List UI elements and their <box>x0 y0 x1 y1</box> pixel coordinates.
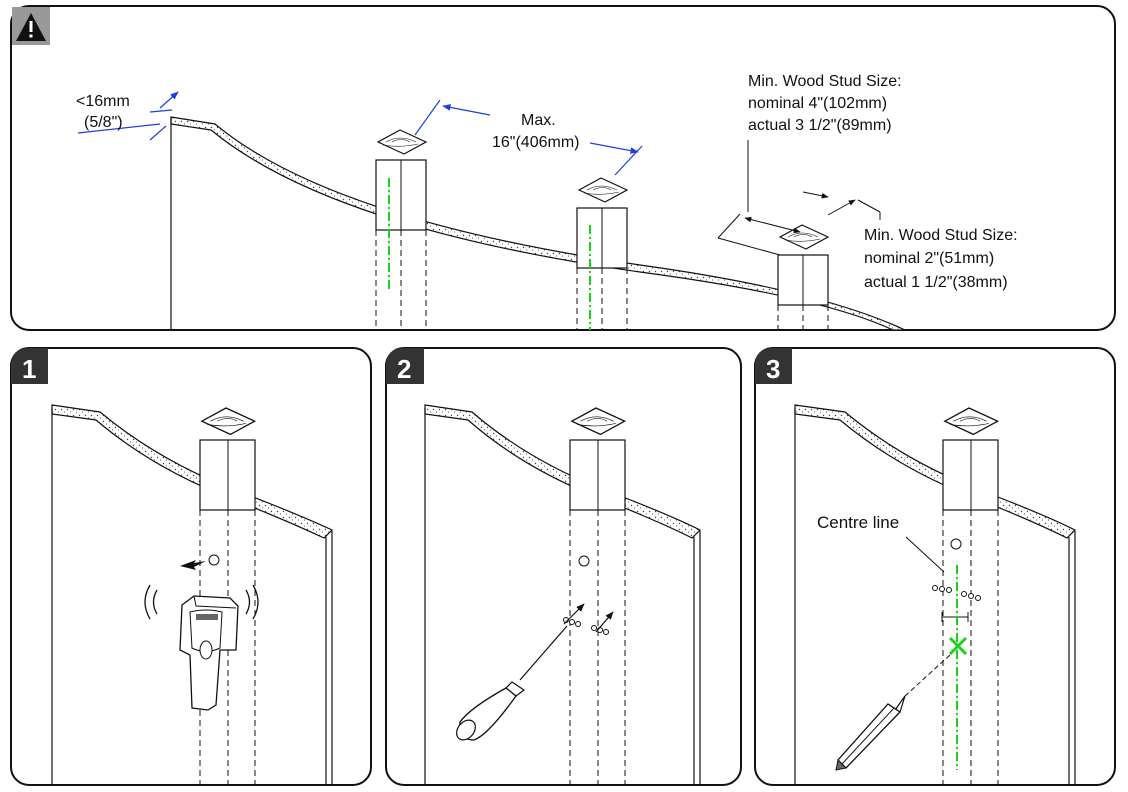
stud-spacing-dimension: Max. 16"(406mm) <box>414 99 643 176</box>
step-1-panel: 1 <box>10 347 372 786</box>
wood-stud <box>375 129 427 330</box>
step-number-badge <box>11 348 48 384</box>
overview-panel: <16mm (5/8") Max. 16"(406mm) Min. Wood S… <box>10 5 1116 331</box>
stud-depth-title: Min. Wood Stud Size: <box>748 73 902 90</box>
drywall-thickness-in: (5/8") <box>84 114 123 131</box>
wood-stud <box>576 177 628 330</box>
stud-depth-dimension: Min. Wood Stud Size: nominal 4"(102mm) a… <box>717 73 902 256</box>
stud-width-dimension: Min. Wood Stud Size: nominal 2"(51mm) ac… <box>802 191 1018 291</box>
step-3-panel: 3 Centre line <box>754 347 1116 786</box>
stud-depth-actual: actual 3 1/2"(89mm) <box>748 117 892 134</box>
step-number: 2 <box>397 354 411 384</box>
centre-line-leader <box>905 536 945 573</box>
drywall-thickness-dimension: <16mm (5/8") <box>76 91 179 141</box>
drywall-thickness-mm: <16mm <box>76 93 130 110</box>
wood-stud <box>777 224 829 330</box>
centre-mark <box>948 636 968 656</box>
step-number-badge <box>755 348 792 384</box>
stud-width-nominal: nominal 2"(51mm) <box>864 250 994 267</box>
step-number: 1 <box>22 354 36 384</box>
stud-finder-icon <box>144 584 259 711</box>
step-number-badge <box>386 348 424 384</box>
warning-triangle-icon <box>12 7 50 45</box>
stud-depth-nominal: nominal 4"(102mm) <box>748 95 887 112</box>
step-2-panel: 2 <box>385 347 742 786</box>
stud-width-title: Min. Wood Stud Size: <box>864 227 1018 244</box>
stud-spacing-value: 16"(406mm) <box>492 134 579 151</box>
awl-icon <box>456 625 568 741</box>
step-number: 3 <box>766 354 780 384</box>
pencil-icon <box>835 654 951 771</box>
stud-spacing-label: Max. <box>521 112 556 129</box>
centre-line-label: Centre line <box>817 513 899 532</box>
stud-width-actual: actual 1 1/2"(38mm) <box>864 274 1008 291</box>
